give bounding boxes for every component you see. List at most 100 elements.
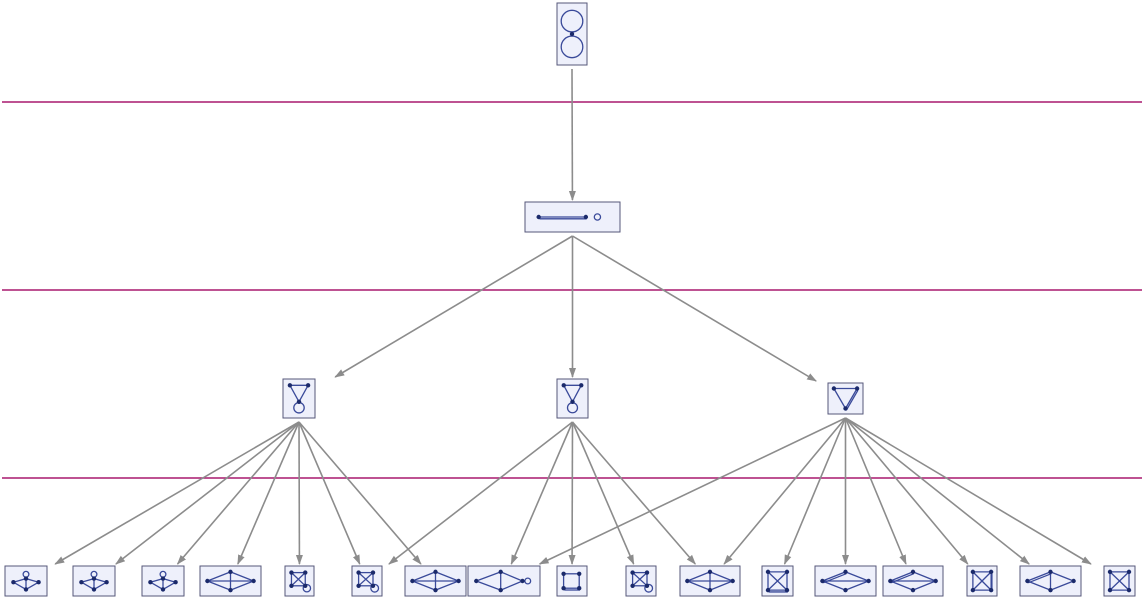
- vertex: [303, 570, 307, 574]
- vertex: [303, 584, 307, 588]
- vertex: [1108, 570, 1112, 574]
- state-nodes: [5, 3, 1135, 596]
- vertex: [584, 215, 588, 219]
- vertex: [630, 584, 634, 588]
- vertex: [730, 579, 734, 583]
- state-node-c3: [142, 566, 184, 596]
- vertex: [1108, 588, 1112, 592]
- vertex: [766, 588, 770, 592]
- vertex: [570, 400, 574, 404]
- vertex: [843, 588, 847, 592]
- vertex: [766, 570, 770, 574]
- vertex: [161, 587, 165, 591]
- vertex: [173, 580, 177, 584]
- node-box: [557, 566, 587, 596]
- vertex: [843, 406, 847, 410]
- state-node-n2b: [557, 379, 588, 418]
- vertex: [205, 579, 209, 583]
- vertex: [371, 570, 375, 574]
- vertex: [561, 572, 565, 576]
- vertex: [645, 570, 649, 574]
- vertex: [1048, 588, 1052, 592]
- state-node-n2a: [283, 379, 315, 418]
- vertex: [356, 570, 360, 574]
- state-node-c9: [557, 566, 587, 596]
- edge-n2b-c11: [573, 422, 696, 564]
- vertex: [989, 570, 993, 574]
- state-node-n0: [557, 3, 587, 65]
- state-node-n2c: [828, 383, 863, 414]
- vertex: [971, 570, 975, 574]
- vertex: [36, 580, 40, 584]
- vertex: [685, 579, 689, 583]
- vertex: [92, 576, 96, 580]
- vertex: [1127, 570, 1131, 574]
- vertex: [433, 588, 437, 592]
- vertex: [785, 570, 789, 574]
- vertex: [228, 570, 232, 574]
- vertex: [708, 570, 712, 574]
- vertex: [911, 588, 915, 592]
- state-node-c1: [5, 566, 47, 596]
- vertex: [645, 584, 649, 588]
- vertex: [536, 215, 540, 219]
- vertex: [855, 386, 859, 390]
- vertex: [843, 570, 847, 574]
- edge-n2b-c10: [573, 422, 634, 564]
- state-node-c11: [680, 566, 740, 596]
- state-node-c8: [468, 566, 540, 596]
- edge-n2c-c15: [846, 418, 968, 564]
- edge-n1-n2c: [573, 236, 817, 381]
- edge-n1-n2a: [335, 236, 572, 377]
- vertex: [570, 32, 574, 36]
- vertex: [297, 400, 301, 404]
- vertex: [356, 584, 360, 588]
- vertex: [562, 383, 566, 387]
- vertex: [989, 588, 993, 592]
- vertex: [288, 383, 292, 387]
- edge-n2b-c8: [511, 422, 572, 564]
- state-node-c10: [626, 566, 656, 596]
- state-node-c14: [883, 566, 943, 596]
- vertex: [148, 580, 152, 584]
- vertex: [1025, 579, 1029, 583]
- vertex: [289, 584, 293, 588]
- state-node-c15: [967, 566, 997, 596]
- vertex: [1127, 588, 1131, 592]
- vertex: [933, 579, 937, 583]
- vertex: [520, 579, 524, 583]
- vertex: [24, 576, 28, 580]
- edge-n2b-c6: [389, 422, 573, 564]
- state-node-c7: [405, 566, 466, 596]
- vertex: [92, 587, 96, 591]
- vertex: [104, 580, 108, 584]
- state-node-c6: [352, 566, 382, 596]
- vertex: [79, 580, 83, 584]
- vertex: [630, 570, 634, 574]
- edge-n2a-c1: [55, 422, 299, 564]
- vertex: [785, 588, 789, 592]
- edge-n2a-c2: [116, 422, 299, 564]
- vertex: [474, 579, 478, 583]
- edge-n2c-c14: [846, 418, 906, 564]
- state-node-c13: [815, 566, 876, 596]
- state-node-c5: [285, 566, 314, 596]
- vertex: [289, 570, 293, 574]
- state-node-c2: [73, 566, 115, 596]
- vertex: [410, 579, 414, 583]
- vertex: [499, 588, 503, 592]
- vertex: [1048, 570, 1052, 574]
- edge-n2a-c6: [299, 422, 360, 564]
- vertex: [708, 588, 712, 592]
- vertex: [1071, 579, 1075, 583]
- vertex: [228, 588, 232, 592]
- edge-n2a-c3: [178, 422, 299, 564]
- edge-n2a-c4: [238, 422, 299, 564]
- state-node-n1: [525, 202, 620, 232]
- edge-n2c-c17: [846, 418, 1091, 564]
- vertex: [820, 579, 824, 583]
- edge-n2c-c16: [846, 418, 1030, 564]
- state-node-c16: [1020, 566, 1081, 596]
